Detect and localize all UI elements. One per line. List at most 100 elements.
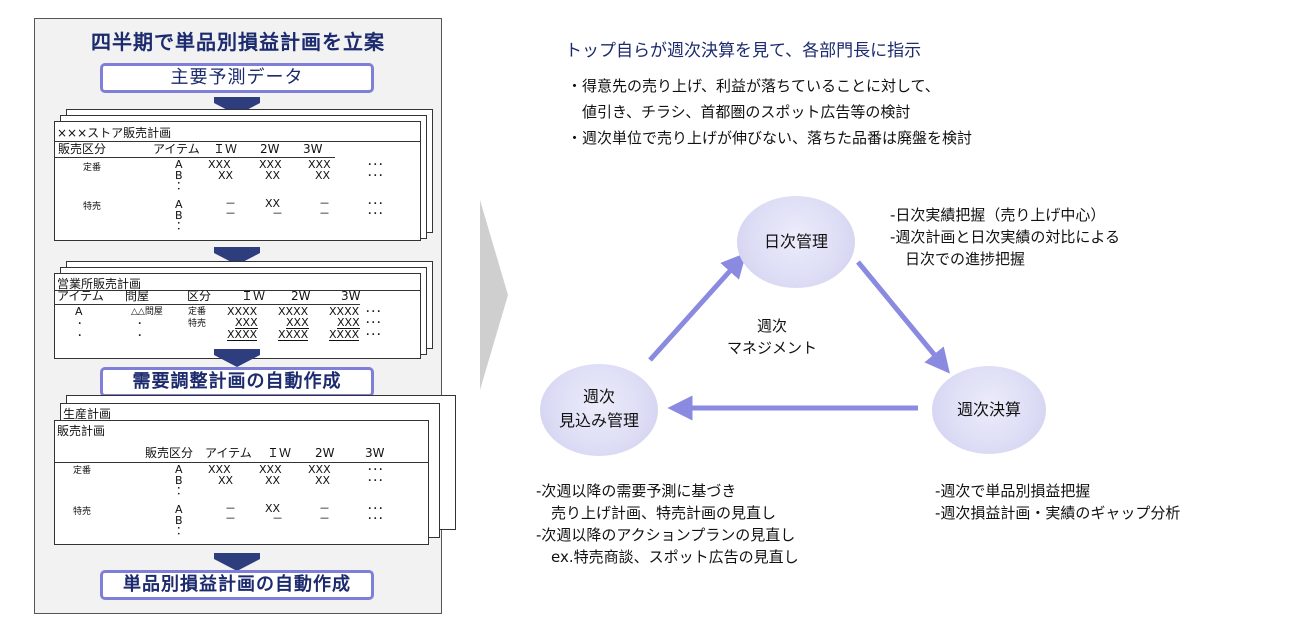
weekly-forecast-node: 週次 見込み管理 <box>540 364 658 456</box>
cell-item: A <box>75 305 83 318</box>
cell-value: XXXX <box>227 305 258 318</box>
cell-value: XXXX <box>329 328 360 341</box>
col-header: アイテム <box>153 142 200 156</box>
col-header: 2W <box>260 142 280 156</box>
cell-item: ： <box>176 219 187 232</box>
cell-more: ･･･ <box>367 463 384 476</box>
center-label-line: 週次 <box>756 317 787 335</box>
cell-item: B <box>175 474 183 487</box>
cell-item: ･ <box>77 317 83 330</box>
cell-item: A <box>175 198 183 211</box>
cell-value: － <box>272 207 283 220</box>
note-line: ex.特売商談、スポット広告の見直し <box>536 548 799 566</box>
cell-item: A <box>175 503 183 516</box>
cell-item: B <box>175 209 183 222</box>
note-line: -週次で単品別損益把握 <box>935 482 1091 500</box>
col-header: 販売区分 <box>58 142 107 156</box>
note-line: -日次実績把握（売り上げ中心） <box>890 206 1106 224</box>
cell-value: XXXX <box>329 305 360 318</box>
cell-value: XX <box>265 474 281 487</box>
cell-item: ： <box>176 484 187 497</box>
col-header: 2W <box>315 446 335 460</box>
cell-value: XX <box>218 169 234 182</box>
cell-wholesaler: △△問屋 <box>131 307 163 317</box>
cell-more: ･･･ <box>367 197 384 210</box>
cell-more: ･･･ <box>365 328 382 341</box>
cell-more: ･･･ <box>365 316 382 329</box>
cell-item: B <box>175 169 183 182</box>
cell-item: ： <box>176 179 187 192</box>
cell-value: XXX <box>235 316 258 329</box>
cell-value: － <box>225 197 236 210</box>
node-label: 週次 <box>582 387 615 406</box>
node-label: 週次決算 <box>956 400 1021 419</box>
note-line: -週次損益計画・実績のギャップ分析 <box>935 504 1181 522</box>
cell-more: ･･･ <box>367 207 384 220</box>
item-profit-plan-box: 単品別損益計画の自動作成 <box>100 570 374 600</box>
forecast-notes: -次週以降の需要予測に基づき 売り上げ計画、特売計画の見直し -次週以降のアクシ… <box>536 480 799 568</box>
cell-value: XX <box>315 169 331 182</box>
cell-category: 特売 <box>83 202 102 212</box>
cell-more: ･･･ <box>367 474 384 487</box>
sheet-title: ×××ストア販売計画 <box>57 126 172 140</box>
main-forecast-data-box: 主要予測データ <box>100 63 374 93</box>
cell-value: － <box>319 502 330 515</box>
cell-value: XXX <box>286 316 309 329</box>
cell-type: 定番 <box>188 307 207 317</box>
cell-category: 特売 <box>73 507 92 517</box>
cell-value: XX <box>315 474 331 487</box>
center-label-line: マネジメント <box>726 339 817 357</box>
cell-value: XXX <box>308 463 331 476</box>
col-header: ＩＷ <box>267 446 292 460</box>
cell-value: XXX <box>308 158 331 171</box>
cell-more: ･･･ <box>365 305 382 318</box>
cell-wholesaler: ･ <box>137 329 143 342</box>
daily-management-node: 日次管理 <box>737 196 855 288</box>
cell-type: 特売 <box>188 319 207 329</box>
cell-value: XXX <box>259 158 282 171</box>
sales-plan-sheet: 販売計画 販売区分 アイテム ＩＷ 2W 3W 定番 A XXX XXX XXX… <box>54 420 429 545</box>
cell-value: － <box>319 197 330 210</box>
col-header: ＩＷ <box>213 142 238 156</box>
cell-value: － <box>225 502 236 515</box>
cell-value: － <box>272 512 283 525</box>
node-label: 日次管理 <box>763 232 828 251</box>
cell-value: XXX <box>337 316 360 329</box>
col-header: アイテム <box>205 446 252 460</box>
cell-value: XXXX <box>278 305 309 318</box>
down-arrow-4 <box>214 553 260 571</box>
note-line: 日次での進捗把握 <box>890 250 1026 268</box>
cell-more: ･･･ <box>367 512 384 525</box>
left-panel-title: 四半期で単品別損益計画を立案 <box>91 30 385 54</box>
col-header: アイテム <box>57 289 104 303</box>
bullet-1-line-1: ・得意先の売り上げ、利益が落ちていることに対して、 <box>567 77 940 95</box>
cell-more: ･･･ <box>367 169 384 182</box>
sheet-title: 販売計画 <box>57 424 106 438</box>
cell-value: － <box>225 512 236 525</box>
cell-value: XX <box>265 169 281 182</box>
divider <box>55 462 428 463</box>
sheet-title: 営業所販売計画 <box>57 277 142 291</box>
cell-wholesaler: ･ <box>137 317 143 330</box>
cell-value: XX <box>265 502 281 515</box>
cell-more: ･･･ <box>367 158 384 171</box>
cell-item: ･ <box>77 329 83 342</box>
sheet-title: 生産計画 <box>63 407 112 421</box>
cell-category: 定番 <box>83 163 102 173</box>
col-header: ＩＷ <box>241 289 266 303</box>
divider <box>55 304 360 305</box>
bullet-1-line-2: 値引き、チラシ、首都圏のスポット広告等の検討 <box>567 103 911 121</box>
daily-notes: -日次実績把握（売り上げ中心） -週次計画と日次実績の対比による 日次での進捗把… <box>890 204 1120 270</box>
cell-value: XXX <box>259 463 282 476</box>
arrow-forecast-to-daily <box>648 252 747 362</box>
cell-item: A <box>175 158 183 171</box>
col-header: 3W <box>341 289 361 303</box>
col-header: 2W <box>291 289 311 303</box>
arrow-daily-to-settlement <box>856 260 950 374</box>
cell-item: A <box>175 463 183 476</box>
cell-value: XX <box>265 197 281 210</box>
weekly-settlement-node: 週次決算 <box>932 366 1046 454</box>
cell-more: ･･･ <box>367 502 384 515</box>
cell-value: XXXX <box>278 328 309 341</box>
